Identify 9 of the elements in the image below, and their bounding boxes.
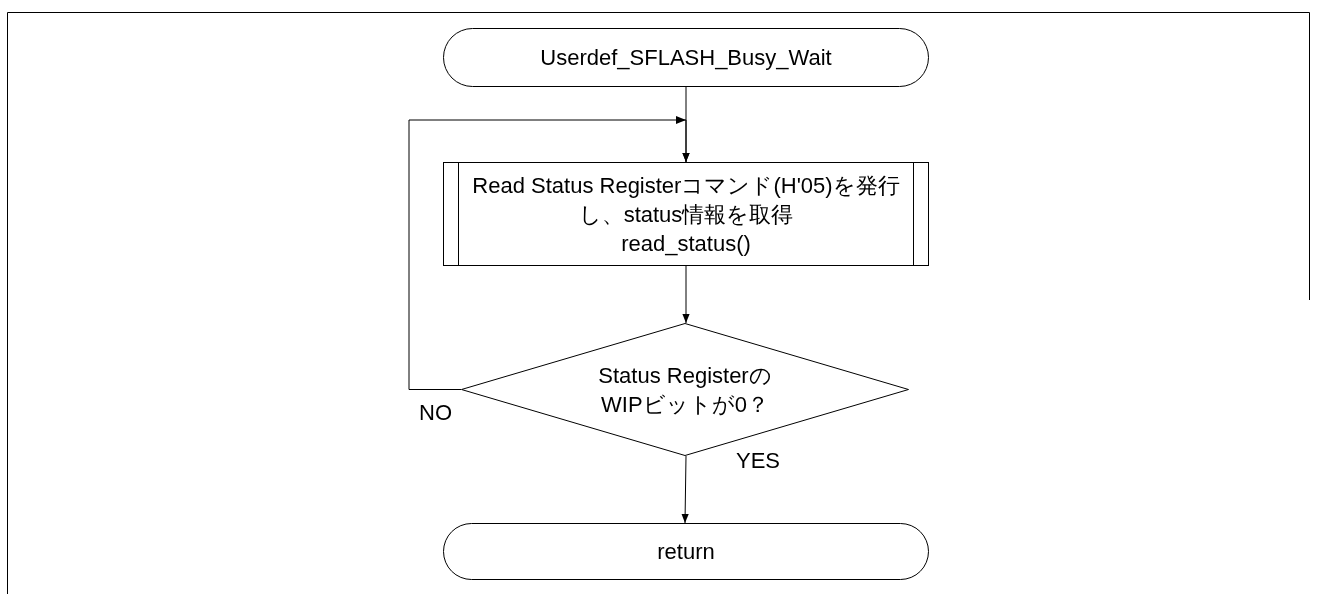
node-text: return <box>657 538 715 566</box>
terminal-shape <box>443 523 929 580</box>
subroutine-box <box>443 162 929 266</box>
arrow <box>681 455 689 524</box>
arrow <box>682 265 690 324</box>
node-text: Userdef_SFLASH_Busy_Wait <box>540 44 832 72</box>
node-text: read_status() <box>621 229 751 258</box>
arrow <box>408 116 690 390</box>
node-text: Status RegisterのWIPビットが0？ <box>597 361 773 419</box>
